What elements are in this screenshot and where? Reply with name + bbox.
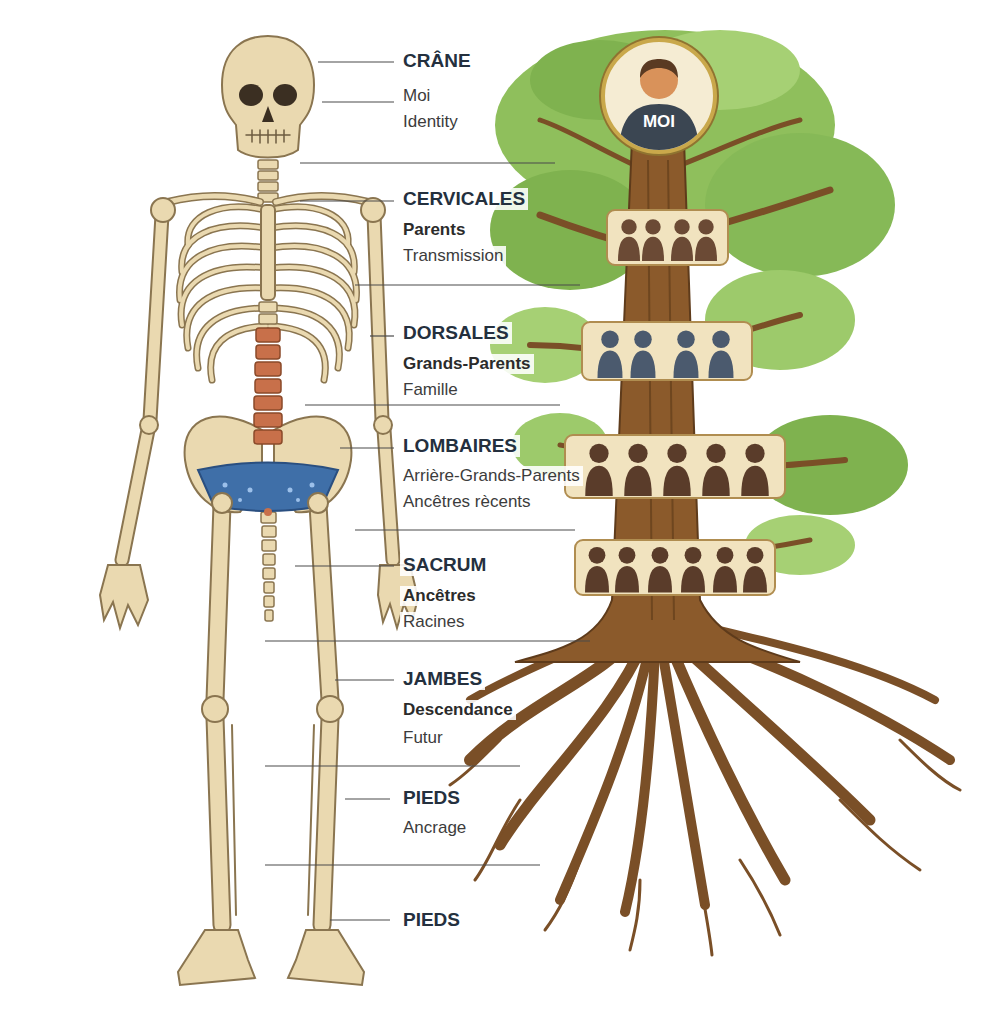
- tree-roots: [450, 620, 960, 955]
- meaning-label: Grands-Parents: [400, 354, 534, 374]
- generation-box: [565, 435, 785, 498]
- meaning-label: Ancêtres: [400, 586, 479, 606]
- part-name: JAMBES: [400, 668, 485, 690]
- meaning-label: Ancêtres rècents: [400, 492, 534, 512]
- self-label: MOI: [605, 112, 713, 132]
- tree-branches: [530, 120, 845, 560]
- meaning-label: Moi: [400, 86, 433, 106]
- meaning-label: Parents: [400, 220, 468, 240]
- self-circle: MOI: [601, 38, 717, 154]
- part-name: LOMBAIRES: [400, 435, 520, 457]
- generation-box: [607, 210, 728, 265]
- part-name: PIEDS: [400, 787, 463, 809]
- part-name: PIEDS: [400, 909, 463, 931]
- meaning-label: Ancrage: [400, 818, 469, 838]
- part-name: CERVICALES: [400, 188, 528, 210]
- meaning-label: Identity: [400, 112, 461, 132]
- skeleton: [100, 36, 418, 985]
- meaning-label: Transmission: [400, 246, 506, 266]
- leader-line: [265, 62, 590, 920]
- meaning-label: Racines: [400, 612, 467, 632]
- part-name: SACRUM: [400, 554, 489, 576]
- part-name: DORSALES: [400, 322, 512, 344]
- person-icon: [605, 42, 713, 150]
- tree-canopy: [490, 30, 908, 575]
- tree-trunk: [515, 140, 800, 662]
- meaning-label: Famille: [400, 380, 461, 400]
- generation-box: [582, 322, 752, 380]
- generation-box: [575, 540, 775, 595]
- meaning-label: Futur: [400, 728, 446, 748]
- meaning-label: Arrière-Grands-Parents: [400, 466, 583, 486]
- part-name: CRÂNE: [400, 50, 474, 72]
- meaning-label: Descendance: [400, 700, 516, 720]
